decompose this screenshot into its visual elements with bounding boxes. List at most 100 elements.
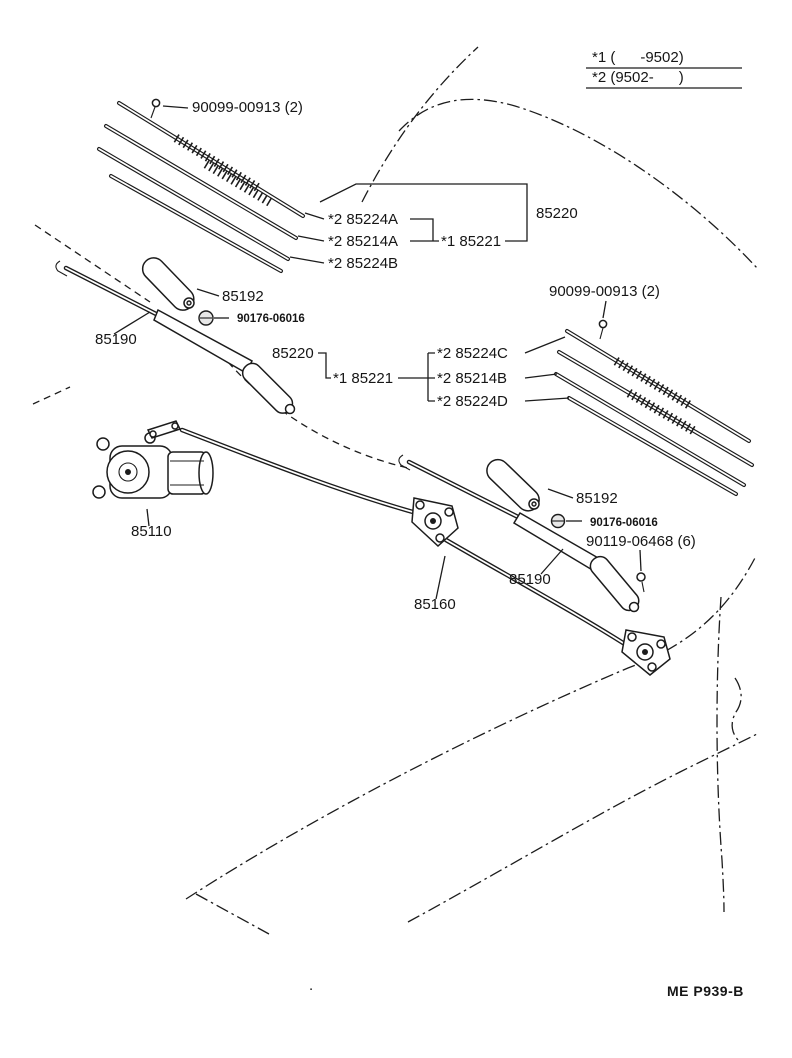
part-label-85192-right: 85192: [576, 490, 618, 507]
blade-rubber-hatch: [173, 134, 263, 193]
blade-strip-inner: [110, 175, 282, 272]
motor-gear-boss: [118, 462, 138, 482]
pivot-plate-hole: [415, 500, 425, 510]
arm-head-cap-dot: [531, 501, 537, 507]
motor-mount-ear: [92, 485, 106, 499]
arm-rod-inner: [65, 267, 161, 317]
part-label-85224B: *2 85224B: [328, 255, 398, 272]
blade-strip-inner: [568, 397, 737, 495]
leader: [547, 488, 574, 499]
motor-mount-ear: [96, 437, 110, 451]
part-label-85110: 85110: [131, 523, 172, 540]
leader: [196, 288, 220, 297]
arm-hook-tip: [55, 260, 68, 277]
blade-strip-inner: [105, 125, 297, 239]
pivot-plate-hole: [656, 639, 666, 649]
pivot-plate-hole: [627, 632, 637, 642]
part-label-85214A: *2 85214A: [328, 233, 398, 250]
part-label-85221-mid: *1 85221: [333, 370, 393, 387]
motor-can-lines: [170, 460, 204, 486]
leader: [639, 549, 642, 572]
arm-head-cap-dot: [186, 300, 192, 306]
part-label-85220-top: 85220: [536, 205, 578, 222]
part-label-90119: 90119-06468 (6): [586, 533, 696, 550]
arm-pivot-cap: [628, 601, 640, 613]
part-label-85220-mid: 85220: [272, 345, 314, 362]
bracket-top: [410, 218, 439, 242]
wiper-blade-group-middle: [554, 319, 754, 496]
wiper-linkage: [179, 427, 671, 676]
pivot-plate-hole: [435, 533, 445, 543]
pillar-hook-line: [731, 677, 742, 742]
screw-icon: [151, 98, 161, 108]
part-label-85190-left: 85190: [95, 331, 137, 348]
crank-hole: [171, 422, 179, 430]
pillar-line-right: [716, 596, 725, 913]
pivot-bolt-shaft: [641, 581, 645, 593]
wiper-arm-left: [55, 257, 296, 415]
part-label-85224C: *2 85224C: [437, 345, 508, 362]
part-label-90099-mid: 90099-00913 (2): [549, 283, 660, 300]
crank-hole: [149, 430, 157, 438]
leader: [524, 373, 558, 379]
leader: [435, 555, 446, 600]
screw-shaft: [599, 327, 604, 340]
arm-rod-inner: [408, 461, 523, 520]
leader-assy-mid: [318, 352, 331, 379]
part-label-90176-left: 90176-06016: [237, 313, 305, 325]
leader: [113, 311, 151, 335]
part-label-85190-right: 85190: [509, 571, 551, 588]
blade-strip-inner: [558, 351, 753, 466]
body-sweep-upper: [185, 555, 757, 900]
blade-strip-inner: [118, 102, 304, 217]
arm-hook-tip: [398, 454, 411, 471]
linkage-rod: [179, 427, 423, 517]
pivot-plate-hole: [444, 507, 454, 517]
part-label-90176-right: 90176-06016: [590, 517, 658, 529]
bracket-mid: [398, 352, 435, 402]
part-label-85214B: *2 85214B: [437, 370, 507, 387]
fender-stub-line: [195, 893, 270, 935]
part-label-85221-top: *1 85221: [441, 233, 501, 250]
blade-strip-inner: [98, 148, 289, 260]
leader: [289, 256, 325, 264]
leader: [524, 336, 566, 354]
part-label-85224D: *2 85224D: [437, 393, 508, 410]
hood-edge-stub: [32, 386, 71, 405]
wiper-arm-right: [398, 454, 646, 613]
bracket-assy-top: [319, 183, 528, 242]
footer-dot: .: [309, 977, 313, 994]
linkage-rod-inner: [445, 539, 635, 651]
drawing-code: ME P939-B: [667, 983, 744, 999]
leader: [297, 235, 325, 242]
windshield-edge-line: [361, 46, 479, 203]
pivot-bolt-icon: [636, 572, 646, 582]
leader: [602, 300, 607, 319]
screw-shaft: [150, 106, 156, 119]
footer: . ME P939-B: [309, 977, 744, 999]
part-label-85160: 85160: [414, 596, 456, 613]
screw-icon: [598, 319, 608, 329]
part-labels: 90099-00913 (2) *2 85224A *2 85214A *2 8…: [95, 99, 696, 613]
legend-line-2: *2 (9502- ): [592, 69, 684, 86]
leader: [304, 212, 325, 220]
leader: [146, 508, 150, 527]
pivot-plate-hole: [647, 662, 657, 672]
motor-shaft-dot: [125, 469, 131, 475]
blade-rubber-hatch: [613, 357, 692, 409]
blade-strip-inner: [566, 330, 750, 442]
leader: [540, 548, 564, 575]
legend-line-1: *1 ( -9502): [592, 49, 684, 66]
arm-pivot-cap: [284, 403, 296, 415]
wiper-blade-group-top: [97, 98, 305, 273]
pivot-shaft-dot: [642, 649, 648, 655]
motor-can-cap: [198, 451, 214, 495]
legend-box: *1 ( -9502) *2 (9502- ): [586, 49, 742, 89]
linkage-rod-inner: [181, 429, 421, 515]
leader: [162, 105, 189, 109]
hood-edge-line-left: [34, 224, 151, 303]
part-label-85224A: *2 85224A: [328, 211, 398, 228]
blade-rubber-hatch: [203, 160, 274, 207]
